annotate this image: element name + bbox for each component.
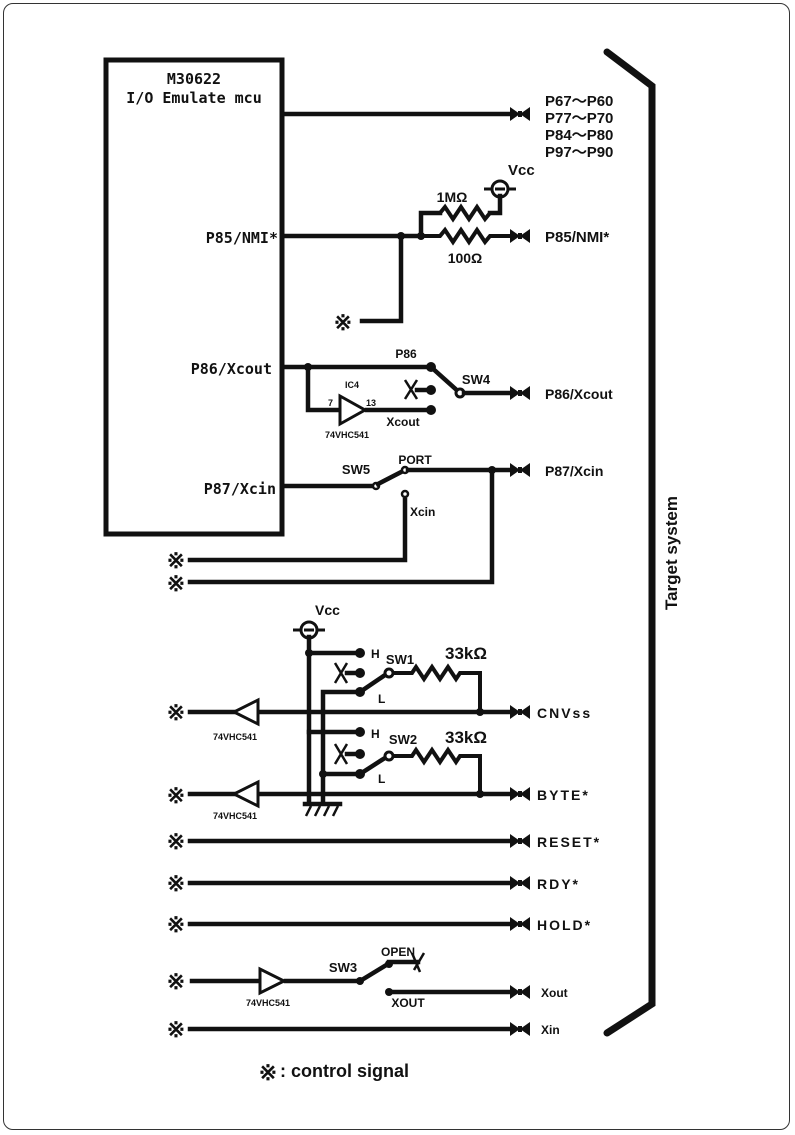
control-signal-icon: ※ xyxy=(167,829,185,854)
sw4-pos-xcout: Xcout xyxy=(386,415,419,429)
svg-text:P77～P70: P77～P70 xyxy=(545,110,613,127)
svg-text:P97～P90: P97～P90 xyxy=(545,144,613,161)
sw4-pos-p86: P86 xyxy=(395,347,417,361)
target-pin-xout: Xout xyxy=(541,986,568,1000)
buffer-cnvss-part: 74VHC541 xyxy=(213,732,257,742)
resistor-1m-icon xyxy=(438,203,492,223)
hold-connector-icon xyxy=(510,917,530,931)
pin-label-p86: P86/Xcout xyxy=(191,360,272,378)
ic4-part: 74VHC541 xyxy=(325,430,369,440)
control-signal-icon: ※ xyxy=(167,571,185,596)
sw2-lever[interactable] xyxy=(356,752,392,778)
p87-connector-icon xyxy=(510,463,530,477)
signal-rdy: ※ RDY* xyxy=(167,871,580,896)
target-pin-p87: P87/Xcin xyxy=(545,463,603,479)
byte-connector-icon xyxy=(510,787,530,801)
sw3-label: SW3 xyxy=(329,960,357,975)
ic4-pin-in: 7 xyxy=(328,398,333,408)
xin-connector-icon xyxy=(510,1022,530,1036)
nc-mark-icon xyxy=(410,952,426,973)
control-signal-icon: ※ xyxy=(334,310,352,335)
svg-text:P67～P60: P67～P60 xyxy=(545,93,613,110)
resistor-1m-label: 1MΩ xyxy=(437,189,468,205)
vcc-label-2: Vcc xyxy=(315,602,340,618)
port-group-connector-icon xyxy=(510,107,530,121)
sw5-pos-xcin: Xcin xyxy=(410,505,435,519)
nc-mark-icon xyxy=(403,379,419,400)
target-pin-xin: Xin xyxy=(541,1023,560,1037)
target-pin-nmi: P85/NMI* xyxy=(545,229,609,246)
resistor-33k-1-icon xyxy=(393,663,482,712)
nc-mark-icon xyxy=(333,743,349,765)
resistor-100-icon xyxy=(421,226,510,246)
vcc-label: Vcc xyxy=(508,162,535,179)
resistor-33k-2-label: 33kΩ xyxy=(445,728,487,747)
ground-icon xyxy=(302,801,343,817)
sw2-pos-l: L xyxy=(378,772,385,786)
port-group-labels: P67～P60 P77～P70 P84～P80 P97～P90 xyxy=(545,93,613,161)
legend-control-symbol-icon: ※ xyxy=(259,1060,277,1085)
control-signal-icon: ※ xyxy=(167,969,185,994)
nmi-control-wire xyxy=(359,233,404,324)
nmi-connector-icon xyxy=(510,229,530,243)
mcu-description: I/O Emulate mcu xyxy=(126,89,261,107)
target-pin-byte: BYTE* xyxy=(537,787,590,803)
pin-label-p87: P87/Xcin xyxy=(204,480,276,498)
mcu-box xyxy=(103,57,285,537)
rdy-connector-icon xyxy=(510,876,530,890)
cnvss-connector-icon xyxy=(510,705,530,719)
control-signal-icon: ※ xyxy=(167,700,185,725)
buffer-byte-part: 74VHC541 xyxy=(213,811,257,821)
sw2-label: SW2 xyxy=(389,732,417,747)
sw5-label: SW5 xyxy=(342,462,370,477)
control-signal-icon: ※ xyxy=(167,871,185,896)
xout-connector-icon xyxy=(510,985,530,999)
reset-connector-icon xyxy=(510,834,530,848)
svg-text:P84～P80: P84～P80 xyxy=(545,127,613,144)
legend-text: : control signal xyxy=(280,1061,409,1081)
buffer-cnvss-icon xyxy=(230,697,260,727)
signal-reset: ※ RESET* xyxy=(167,829,601,854)
sw1-pos-l: L xyxy=(378,692,385,706)
sw1-lever[interactable] xyxy=(356,669,392,696)
buffer-ic4-icon xyxy=(338,393,369,427)
sw3-lever[interactable] xyxy=(356,960,392,985)
resistor-33k-2-icon xyxy=(393,746,482,794)
resistor-100-label: 100Ω xyxy=(448,250,483,266)
control-signal-icon: ※ xyxy=(167,912,185,937)
target-pin-cnvss: CNVss xyxy=(537,705,592,721)
buffer-sw3-icon xyxy=(258,966,288,996)
sw1-label: SW1 xyxy=(386,652,414,667)
sw1-pos-h: H xyxy=(371,647,380,661)
sw3-pos-open: OPEN xyxy=(381,945,415,959)
buffer-byte-icon xyxy=(230,779,260,809)
control-signal-icon: ※ xyxy=(167,548,185,573)
control-signal-icon: ※ xyxy=(167,783,185,808)
buffer-sw3-part: 74VHC541 xyxy=(246,998,290,1008)
target-system-label: Target system xyxy=(662,496,681,610)
nc-mark-icon xyxy=(333,662,349,684)
sw2-pos-h: H xyxy=(371,727,380,741)
sw4-label: SW4 xyxy=(462,372,491,387)
sw5-pos-port: PORT xyxy=(398,453,432,467)
ic4-label: IC4 xyxy=(345,380,359,390)
pin-label-p85: P85/NMI* xyxy=(206,229,278,247)
page-frame xyxy=(3,3,790,1130)
sw4-lever[interactable] xyxy=(427,363,464,397)
control-signal-icon: ※ xyxy=(167,1017,185,1042)
sw3-pos-xout: XOUT xyxy=(391,996,425,1010)
ic4-pin-out: 13 xyxy=(366,398,376,408)
target-pin-hold: HOLD* xyxy=(537,917,592,933)
mcu-part-number: M30622 xyxy=(167,70,221,88)
signal-hold: ※ HOLD* xyxy=(167,912,592,937)
sw5-lever[interactable] xyxy=(374,466,409,488)
resistor-33k-1-label: 33kΩ xyxy=(445,644,487,663)
target-pin-reset: RESET* xyxy=(537,834,601,850)
target-pin-rdy: RDY* xyxy=(537,876,580,892)
p86-connector-icon xyxy=(510,386,530,400)
target-system-bracket xyxy=(603,48,656,1037)
target-pin-p86: P86/Xcout xyxy=(545,386,613,402)
